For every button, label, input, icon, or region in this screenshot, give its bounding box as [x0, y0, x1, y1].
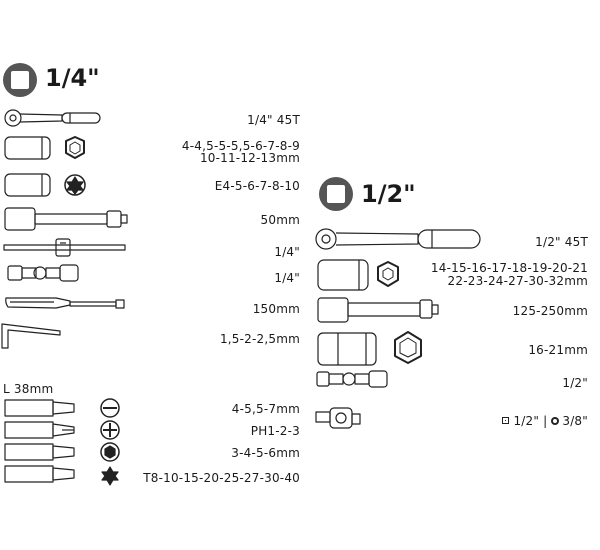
label-extension-quarter: 50mm [260, 213, 300, 227]
sliding-t-bar-icon [3, 238, 126, 257]
bit-torx-icon [4, 465, 119, 486]
label-bit-torx: T8-10-15-20-25-27-30-40 [143, 471, 300, 485]
socket-hex-half-icon [317, 259, 399, 291]
section-title-half: 1/2" [361, 180, 416, 208]
label-socket-half-sizes-2: 22-23-24-27-30-32mm [447, 274, 588, 288]
label-screwdriver-handle: 150mm [252, 302, 300, 316]
label-bit-hex: 3-4-5-6mm [231, 446, 300, 460]
label-socket-torx-sizes: E4-5-6-7-8-10 [214, 179, 300, 193]
ring-mini-icon [551, 417, 560, 425]
square-drive-mini-icon [502, 417, 510, 424]
label-universal-joint-half: 1/2" [562, 376, 588, 390]
square-drive-quarter-icon [3, 63, 37, 97]
label-hex-key: 1,5-2-2,5mm [219, 332, 300, 346]
label-bit-slotted: 4-5,5-7mm [231, 402, 300, 416]
adapter-size-a: 1/2" [513, 414, 540, 428]
label-socket-hex-sizes-2: 10-11-12-13mm [199, 151, 300, 165]
label-spark-plug-socket: 16-21mm [528, 343, 588, 357]
extension-bar-quarter-icon [4, 207, 128, 231]
label-ratchet-half: 1/2" 45T [535, 235, 588, 249]
label-ratchet-quarter: 1/4" 45T [247, 113, 300, 127]
label-socket-half-sizes-1: 14-15-16-17-18-19-20-21 [430, 261, 588, 275]
square-drive-half-icon [319, 177, 353, 211]
socket-torx-quarter-icon [4, 173, 86, 197]
adapter-size-b: 3/8" [562, 414, 588, 428]
ratchet-quarter-icon [4, 109, 101, 127]
ratchet-half-icon [315, 228, 481, 250]
spark-plug-socket-icon [317, 331, 422, 366]
universal-joint-half-icon [316, 370, 388, 388]
screwdriver-handle-icon [5, 297, 125, 309]
hex-key-icon [1, 323, 61, 349]
label-universal-joint-quarter: 1/4" [274, 271, 300, 285]
universal-joint-quarter-icon [7, 264, 79, 282]
section-title-quarter: 1/4" [45, 64, 100, 92]
bit-hex-icon [4, 442, 120, 462]
bit-slotted-icon [4, 398, 120, 418]
extension-bar-half-icon [317, 297, 439, 323]
label-socket-hex-sizes-1: 4-4,5-5-5,5-6-7-8-9 [181, 139, 300, 153]
label-adapter: 1/2" | 3/8" [502, 414, 588, 428]
adapter-separator: | [543, 414, 548, 428]
label-bit-phillips: PH1-2-3 [250, 424, 300, 438]
socket-hex-quarter-icon [4, 136, 85, 160]
adapter-icon [315, 407, 361, 429]
label-bits-length: L 38mm [3, 382, 54, 396]
bit-phillips-icon [4, 420, 120, 440]
label-t-bar: 1/4" [274, 245, 300, 259]
label-extension-half: 125-250mm [512, 304, 588, 318]
